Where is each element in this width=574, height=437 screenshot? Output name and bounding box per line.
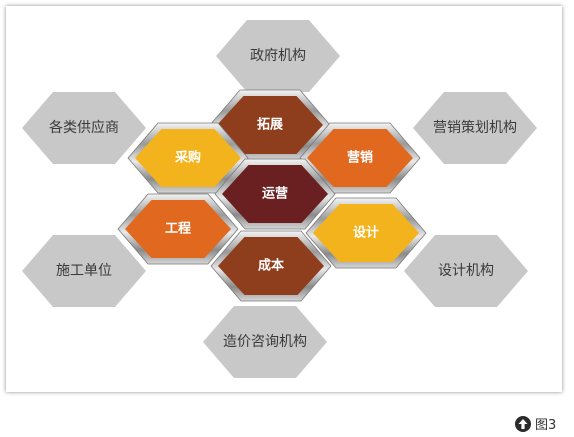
inner-node-cost: 成本 (210, 230, 332, 302)
inner-hexagon-fill (307, 129, 413, 187)
inner-node-procurement: 采购 (127, 122, 249, 194)
inner-hexagon-fill (222, 165, 328, 223)
inner-node-label: 采购 (174, 150, 201, 166)
outer-hexagon-shape (404, 235, 528, 307)
up-arrow-circle-icon (515, 415, 531, 432)
inner-node-label: 成本 (258, 258, 284, 274)
outer-hexagon-shape (203, 306, 327, 378)
outer-node-label: 造价咨询机构 (223, 334, 307, 350)
inner-hexagon-fill (125, 200, 231, 258)
outer-node-suppliers: 各类供应商 (22, 92, 146, 164)
outer-node-label: 各类供应商 (49, 119, 119, 136)
inner-hexagon-fill (313, 204, 419, 262)
figure-panel: 政府机构各类供应商 营销策划机构施工单位 设计机构造价咨询机构 拓展采购 营销运营工程… (6, 6, 562, 392)
inner-node-label: 运营 (262, 186, 288, 202)
outer-node-label: 营销策划机构 (433, 119, 517, 136)
outer-node-cost-consulting: 造价咨询机构 (203, 306, 327, 378)
inner-node-sales: 营销 (299, 122, 421, 194)
outer-hexagon-shape (22, 92, 146, 164)
figure-caption: 图3 (515, 414, 556, 433)
outer-node-design-agency: 设计机构 (404, 235, 528, 307)
outer-node-label: 政府机构 (250, 48, 306, 64)
inner-node-design: 设计 (305, 197, 427, 269)
caption-label: 图3 (535, 418, 557, 433)
inner-node-label: 工程 (165, 222, 191, 237)
outer-node-marketing-agency: 营销策划机构 (413, 92, 537, 164)
inner-hexagon-fill (135, 129, 241, 187)
outer-node-government: 政府机构 (216, 20, 340, 92)
inner-node-label: 营销 (347, 150, 373, 166)
inner-hexagon-fill (217, 96, 323, 154)
outer-hexagon-shape (216, 20, 340, 92)
outer-node-label: 施工单位 (56, 263, 112, 279)
inner-node-label: 拓展 (257, 117, 284, 133)
outer-node-construction-units: 施工单位 (22, 235, 146, 307)
outer-hexagon-shape (22, 235, 146, 307)
inner-node-label: 设计 (353, 225, 379, 241)
inner-node-operations: 运营 (214, 158, 336, 230)
inner-hexagon-fill (218, 237, 324, 295)
outer-hexagon-shape (413, 92, 537, 164)
inner-node-engineering: 工程 (117, 193, 239, 265)
inner-node-expansion: 拓展 (209, 89, 331, 161)
outer-node-label: 设计机构 (438, 263, 494, 279)
